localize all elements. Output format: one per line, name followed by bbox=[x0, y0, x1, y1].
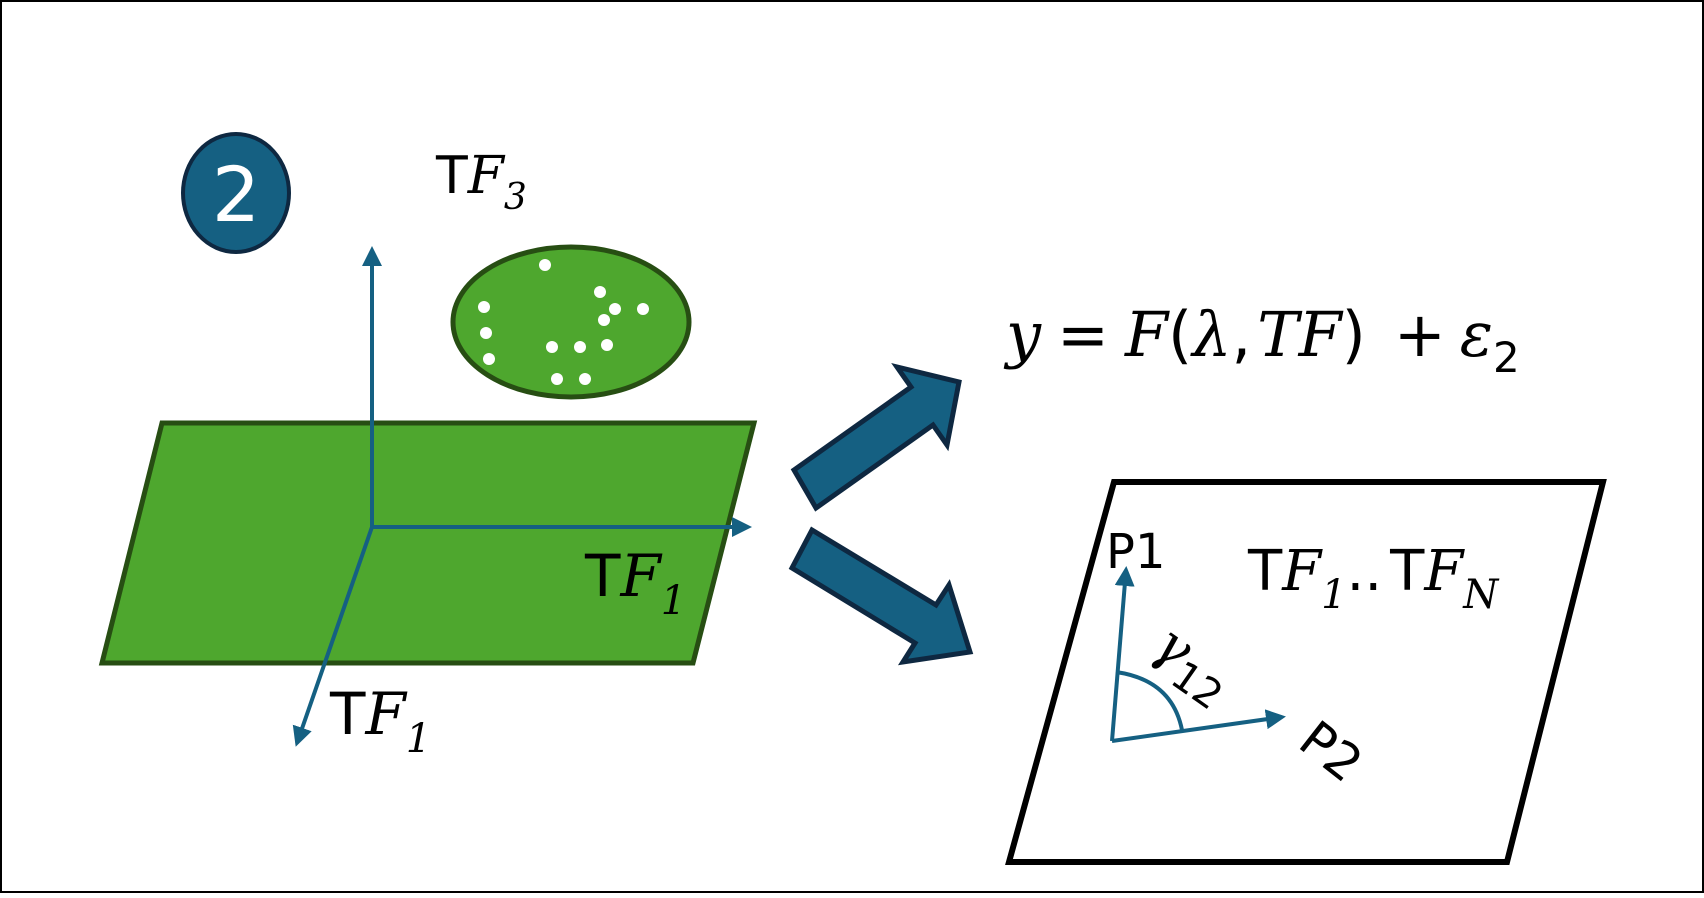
axis-label-tf1-diagonal: TF1 bbox=[329, 680, 431, 762]
projection-panel: P1 P2 γ12 TF1..TFN bbox=[1005, 479, 1607, 865]
axis-tf1-diagonal bbox=[292, 526, 374, 747]
cluster-points bbox=[478, 259, 649, 385]
axes bbox=[292, 246, 752, 747]
axis-label-tf1-horizontal: TF1 bbox=[584, 542, 686, 624]
cluster-point bbox=[579, 373, 591, 385]
feature-plane bbox=[98, 420, 758, 666]
cluster-point bbox=[594, 286, 606, 298]
cluster-point bbox=[478, 301, 490, 313]
cluster-point bbox=[601, 339, 613, 351]
vector-p2 bbox=[1111, 709, 1286, 743]
cluster-point bbox=[546, 341, 558, 353]
step-badge-number: 2 bbox=[212, 150, 260, 239]
cluster-point bbox=[551, 373, 563, 385]
vector-label-p1: P1 bbox=[1106, 524, 1165, 580]
cluster-point bbox=[539, 259, 551, 271]
cluster-point bbox=[598, 314, 610, 326]
data-cluster bbox=[450, 244, 692, 400]
projection-panel-border bbox=[1005, 479, 1607, 865]
cluster-point bbox=[483, 353, 495, 365]
cluster-point bbox=[574, 341, 586, 353]
arrow-down-icon bbox=[788, 526, 974, 666]
equation: y=F(λ,TF)+ε2 bbox=[1003, 298, 1520, 382]
arrow-up-icon bbox=[790, 363, 962, 512]
feature-range-label: TF1..TFN bbox=[1247, 539, 1500, 618]
cluster-point bbox=[480, 327, 492, 339]
step-badge: 2 bbox=[181, 132, 291, 254]
vector-p1 bbox=[1110, 566, 1135, 742]
cluster-point bbox=[637, 303, 649, 315]
step-badge-circle bbox=[181, 132, 291, 254]
cluster-point bbox=[609, 303, 621, 315]
axis-label-tf3: TF3 bbox=[435, 146, 527, 218]
cluster-ellipse bbox=[450, 244, 692, 400]
angle-arc bbox=[1115, 670, 1184, 731]
